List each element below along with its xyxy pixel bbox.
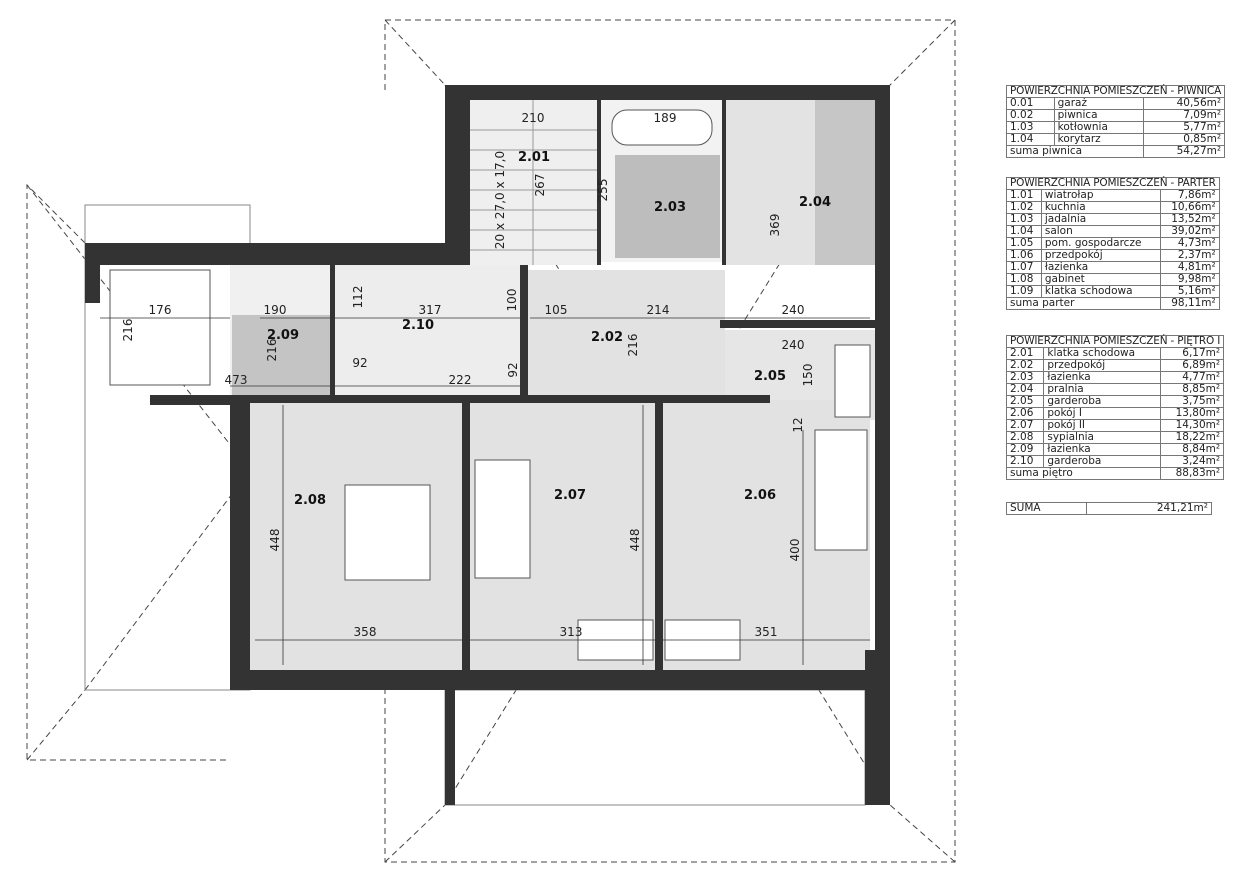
staircase (470, 100, 597, 265)
dimension: 100 (505, 289, 519, 312)
dimension: 210 (522, 111, 545, 125)
room-label-2-09: 2.09 (267, 328, 299, 343)
double-bed-icon (344, 484, 431, 581)
dimension: 267 (533, 174, 547, 197)
dimension: 112 (351, 286, 365, 309)
dimension: 313 (560, 625, 583, 639)
walls (85, 85, 890, 805)
dimension: 216 (121, 319, 135, 342)
dimension: 448 (268, 529, 282, 552)
dimension: 105 (545, 303, 568, 317)
room-label-2-10: 2.10 (402, 318, 434, 333)
dimension: 240 (782, 338, 805, 352)
table-title: POWIERZCHNIA POMIESZCZEŃ - PIWNICA (1005, 85, 1226, 98)
table-title: POWIERZCHNIA POMIESZCZEŃ - PIĘTRO I (1005, 335, 1225, 348)
dimension: 150 (801, 364, 815, 387)
dimension-lines (100, 317, 870, 665)
dimension: 214 (647, 303, 670, 317)
dimension: 317 (419, 303, 442, 317)
dimension: 358 (354, 625, 377, 639)
dimension: 190 (264, 303, 287, 317)
dimension: 216 (265, 339, 279, 362)
dimension: 351 (755, 625, 778, 639)
room-label-2-01: 2.01 (518, 150, 550, 165)
room-fills (230, 100, 875, 670)
total-label: SUMA (1005, 502, 1088, 515)
dimension: 12 (791, 417, 805, 432)
dimension: 216 (626, 334, 640, 357)
dimension: 92 (506, 362, 520, 377)
dimension: 369 (768, 214, 782, 237)
room-label-2-04: 2.04 (799, 195, 831, 210)
room-label-2-05: 2.05 (754, 369, 786, 384)
total-value: 241,21m² (1086, 502, 1212, 515)
dimension: 473 (225, 373, 248, 387)
bathtub-icon (611, 109, 713, 146)
area-table-pietro: POWIERZCHNIA POMIESZCZEŃ - PIĘTRO I 2.01… (1005, 335, 1225, 480)
dimension: 189 (654, 111, 677, 125)
dimension: 92 (352, 356, 367, 370)
table-title: POWIERZCHNIA POMIESZCZEŃ - PARTER (1006, 177, 1220, 190)
room-label-2-03: 2.03 (654, 200, 686, 215)
dimension: 400 (788, 539, 802, 562)
dimension: 176 (149, 303, 172, 317)
dimension: 255 (596, 179, 610, 202)
dimension: 222 (449, 373, 472, 387)
dimension: 240 (782, 303, 805, 317)
wardrobe-icon (834, 344, 871, 418)
furniture (109, 109, 871, 661)
room-label-2-07: 2.07 (554, 488, 586, 503)
single-bed-icon (814, 429, 868, 551)
room-label-2-08: 2.08 (294, 493, 326, 508)
bathtub-icon (109, 269, 211, 386)
single-bed-icon (474, 459, 531, 579)
room-label-2-02: 2.02 (591, 330, 623, 345)
dimension: 448 (628, 529, 642, 552)
stairs-spec: 20 x 27,0 x 17,0 (493, 151, 507, 249)
room-label-2-06: 2.06 (744, 488, 776, 503)
